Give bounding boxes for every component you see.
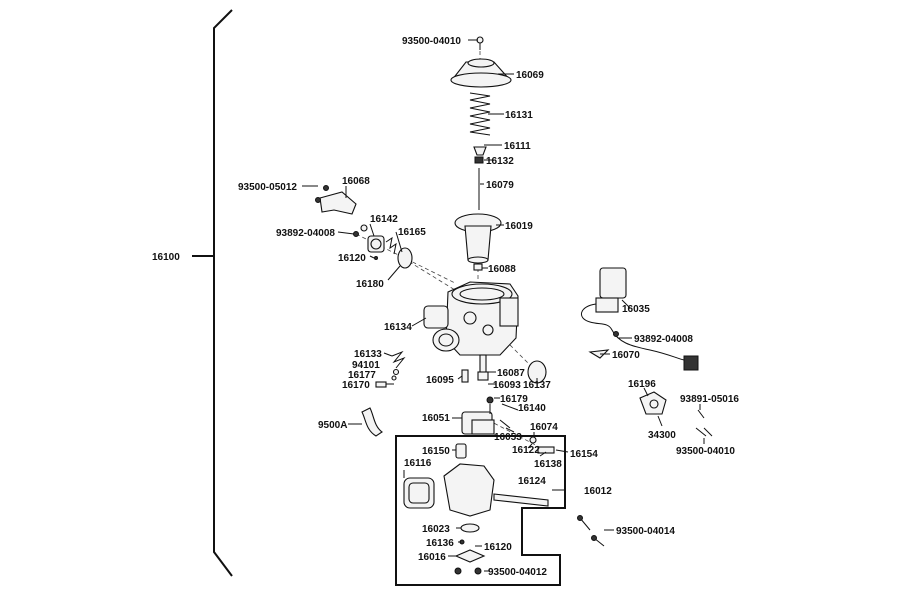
label-94101: 94101 (352, 360, 380, 371)
label-16131: 16131 (505, 110, 533, 121)
label-16012: 16012 (584, 486, 612, 497)
label-16132: 16132 (486, 156, 514, 167)
label-16051: 16051 (422, 413, 450, 424)
spring-part (469, 92, 491, 136)
label-16138: 16138 (534, 459, 562, 470)
label-16133: 16133 (354, 349, 382, 360)
label-16116: 16116 (404, 458, 432, 469)
label-16122: 16122 (512, 445, 540, 456)
label-16035: 16035 (622, 304, 650, 315)
label-16180: 16180 (356, 279, 384, 290)
choke-parts (353, 224, 413, 269)
label-16137: 16137 (523, 380, 551, 391)
label-16079: 16079 (486, 180, 514, 191)
label-16170: 16170 (342, 380, 370, 391)
label-93500-05012: 93500-05012 (238, 182, 297, 193)
label-93500-04014: 93500-04014 (616, 526, 675, 537)
label-16088: 16088 (488, 264, 516, 275)
label-16140: 16140 (518, 403, 546, 414)
label-16070: 16070 (612, 350, 640, 361)
label-16120-left: 16120 (338, 253, 366, 264)
label-93500-04012: 93500-04012 (488, 567, 547, 578)
assembly-bracket (192, 9, 233, 577)
label-16095: 16095 (426, 375, 454, 386)
carburetor-body-part (423, 281, 519, 356)
float-bowl-parts (403, 443, 549, 575)
label-16069: 16069 (516, 70, 544, 81)
label-16019: 16019 (505, 221, 533, 232)
screw-pair-part (577, 515, 605, 547)
label-93500-04010-top: 93500-04010 (402, 36, 461, 47)
label-9500A: 9500A (318, 420, 347, 431)
label-16016: 16016 (418, 552, 446, 563)
label-16154: 16154 (570, 449, 598, 460)
label-16165: 16165 (398, 227, 426, 238)
throttle-bracket-part (315, 185, 357, 215)
label-93500-04010-right: 93500-04010 (676, 446, 735, 457)
subassembly-16012-outline (395, 435, 566, 586)
label-34300: 34300 (648, 430, 676, 441)
label-16100: 16100 (152, 252, 180, 263)
label-16053: 16053 (494, 432, 522, 443)
label-16074: 16074 (530, 422, 558, 433)
right-bracket-parts (639, 391, 713, 437)
label-16087: 16087 (497, 368, 525, 379)
label-16177: 16177 (348, 370, 376, 381)
idle-screw-parts (375, 350, 406, 388)
top-screw-part (476, 36, 484, 50)
label-93892-04008-left: 93892-04008 (276, 228, 335, 239)
hose-part (361, 407, 383, 437)
leader-lines (302, 39, 705, 572)
label-16111: 16111 (504, 141, 531, 152)
electric-choke-part (461, 396, 555, 454)
label-16023: 16023 (422, 524, 450, 535)
label-16068: 16068 (342, 176, 370, 187)
needle-clip-parts (473, 146, 487, 210)
part-labels: 93500-04010 16069 16131 16111 16132 1607… (152, 36, 739, 578)
throttle-sensor-part (581, 267, 699, 371)
label-93892-04008-right: 93892-04008 (634, 334, 693, 345)
diaphragm-cover-part (450, 58, 512, 88)
label-16120-bottom: 16120 (484, 542, 512, 553)
label-16142: 16142 (370, 214, 398, 225)
label-16150: 16150 (422, 446, 450, 457)
jet-parts (461, 354, 547, 384)
label-16093: 16093 (493, 380, 521, 391)
label-16179: 16179 (500, 394, 528, 405)
label-93891-05016: 93891-05016 (680, 394, 739, 405)
vacuum-piston-part (454, 213, 502, 271)
label-16124: 16124 (518, 476, 546, 487)
label-16196: 16196 (628, 379, 656, 390)
label-16136: 16136 (426, 538, 454, 549)
label-16134: 16134 (384, 322, 412, 333)
